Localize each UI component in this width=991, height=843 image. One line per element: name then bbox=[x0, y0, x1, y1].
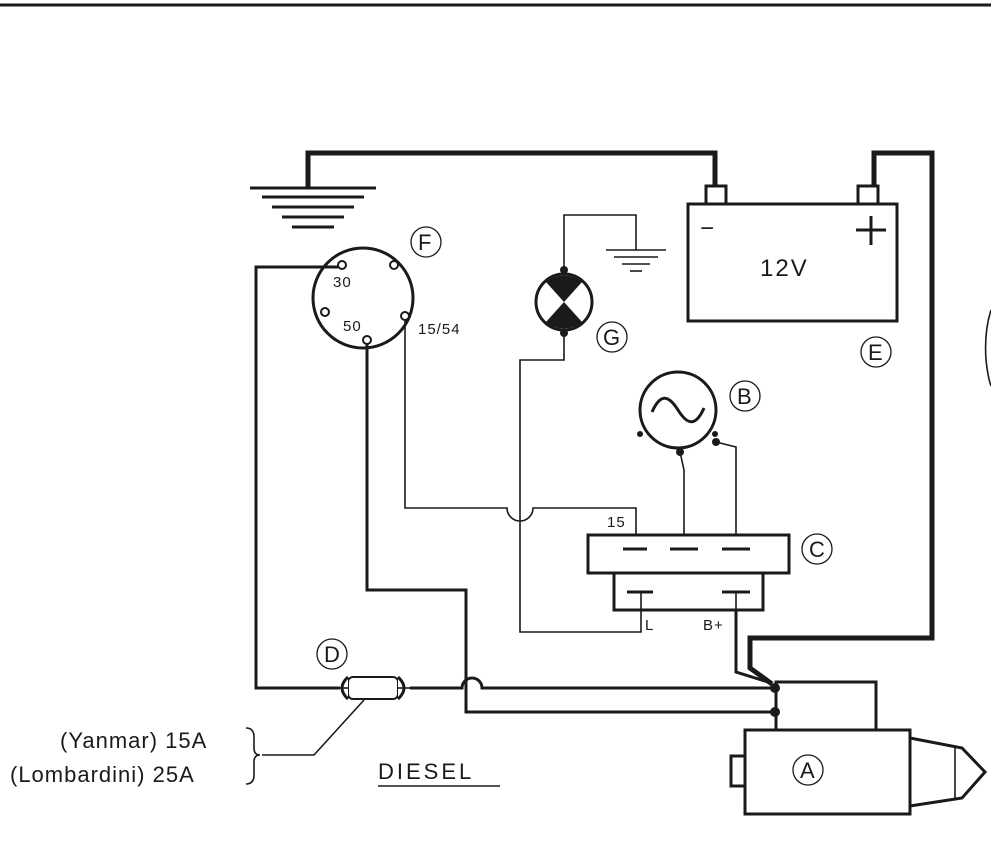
cropped-component-edge bbox=[984, 309, 991, 387]
starter-motor bbox=[729, 680, 988, 816]
lamp-ground-symbol bbox=[606, 249, 666, 272]
lamp-to-L-wire bbox=[519, 335, 642, 633]
svg-text:A: A bbox=[800, 758, 815, 783]
fuse-brace bbox=[245, 727, 261, 785]
svg-text:F: F bbox=[418, 230, 431, 255]
ignition-15-54-wire bbox=[404, 320, 637, 548]
sine-wave-icon bbox=[650, 396, 706, 424]
battery-voltage-label: 12V bbox=[760, 255, 809, 282]
fuse-rating-lombardini: (Lombardini) 25A bbox=[10, 762, 195, 787]
callout-F: F bbox=[410, 226, 442, 258]
ignition-50-wire bbox=[365, 344, 772, 714]
svg-text:D: D bbox=[324, 642, 340, 667]
callout-G: G bbox=[596, 321, 628, 353]
svg-text:G: G bbox=[603, 325, 620, 350]
ignition-terminal-30: 30 bbox=[333, 274, 352, 291]
callout-B: B bbox=[729, 380, 761, 412]
regulator-terminal-L: L bbox=[645, 617, 654, 634]
fuse-to-starter-wire bbox=[410, 676, 772, 690]
alternator bbox=[637, 370, 720, 456]
ignition-terminal-50: 50 bbox=[343, 318, 362, 335]
ignition-30-wire bbox=[254, 265, 340, 690]
ignition-switch: 30 50 15/54 bbox=[311, 246, 461, 350]
ground-wire bbox=[305, 150, 718, 188]
fuse-rating-yanmar: (Yanmar) 15A bbox=[60, 728, 207, 753]
warning-lamp-icon bbox=[534, 266, 594, 337]
callout-C: C bbox=[801, 533, 833, 565]
svg-text:B: B bbox=[737, 384, 752, 409]
svg-text:C: C bbox=[809, 537, 825, 562]
diagram-title: DIESEL bbox=[378, 759, 474, 784]
regulator-terminal-B-plus: B+ bbox=[703, 617, 724, 634]
fuse-leader-line bbox=[262, 699, 365, 756]
callout-E: E bbox=[860, 336, 892, 368]
svg-text:E: E bbox=[868, 340, 883, 365]
fuse bbox=[340, 675, 410, 701]
ignition-terminal-15-54: 15/54 bbox=[418, 321, 461, 338]
callout-A: A bbox=[792, 754, 824, 786]
chassis-ground-symbol bbox=[250, 186, 376, 229]
alternator-field-wire bbox=[679, 451, 685, 548]
regulator: 15 L B+ bbox=[586, 514, 791, 634]
battery-minus-sign: − bbox=[700, 215, 716, 242]
regulator-terminal-15: 15 bbox=[607, 514, 626, 531]
callout-D: D bbox=[316, 638, 348, 670]
battery-positive-wire bbox=[747, 150, 935, 687]
alternator-output-wire bbox=[715, 441, 737, 548]
lamp-ground-wire bbox=[563, 214, 637, 270]
regulator-B-plus-wire bbox=[734, 610, 769, 684]
battery: − 12V bbox=[686, 184, 899, 323]
